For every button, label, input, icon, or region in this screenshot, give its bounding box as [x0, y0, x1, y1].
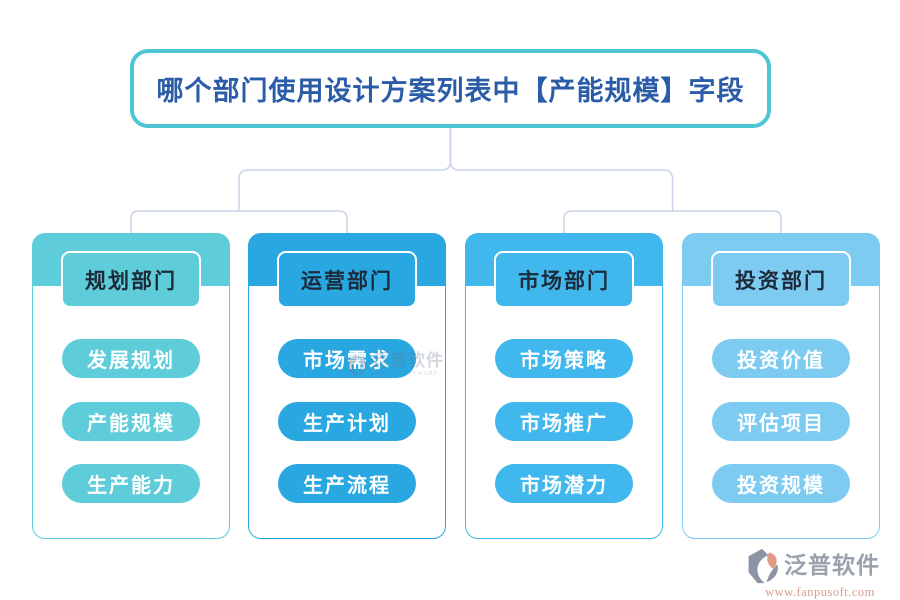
- field-node: 发展规划: [62, 339, 200, 378]
- field-label: 产能规模: [87, 413, 175, 435]
- field-label: 投资价值: [737, 350, 825, 372]
- department-header-label: 投资部门: [735, 268, 827, 293]
- field-label: 生产计划: [303, 413, 391, 435]
- connector-bracket-left: [130, 210, 348, 236]
- department-header: 市场部门: [494, 251, 634, 308]
- department-header-label: 运营部门: [301, 268, 393, 293]
- connector-root-left: [238, 128, 452, 211]
- footer-website-link[interactable]: www.fanpusoft.com: [765, 585, 875, 599]
- field-label: 市场潜力: [520, 475, 608, 497]
- department-card-planning: 规划部门 发展规划 产能规模 生产能力: [32, 233, 230, 539]
- field-node: 产能规模: [62, 402, 200, 441]
- field-label: 市场需求: [303, 350, 391, 372]
- department-header-label: 市场部门: [518, 268, 610, 293]
- department-header-label: 规划部门: [85, 268, 177, 293]
- department-header: 投资部门: [711, 251, 851, 308]
- field-label: 生产能力: [87, 475, 175, 497]
- field-node: 市场策略: [495, 339, 633, 378]
- department-card-market: 市场部门 市场策略 市场推广 市场潜力: [465, 233, 663, 539]
- fanpu-logo-icon: [748, 548, 778, 584]
- footer-brand-name: 泛普软件: [784, 553, 880, 579]
- field-node: 投资价值: [712, 339, 850, 378]
- field-label: 评估项目: [737, 413, 825, 435]
- field-label: 市场推广: [520, 413, 608, 435]
- department-header: 运营部门: [277, 251, 417, 308]
- department-header: 规划部门: [61, 251, 201, 308]
- department-card-investment: 投资部门 投资价值 评估项目 投资规模: [682, 233, 880, 539]
- field-node: 生产能力: [62, 464, 200, 503]
- field-node: 投资规模: [712, 464, 850, 503]
- field-label: 投资规模: [737, 475, 825, 497]
- diagram-title-node: 哪个部门使用设计方案列表中【产能规模】字段: [130, 49, 771, 128]
- connector-root-right: [449, 128, 674, 211]
- page-title: 哪个部门使用设计方案列表中【产能规模】字段: [156, 76, 745, 106]
- field-node: 市场需求: [278, 339, 416, 378]
- field-label: 市场策略: [520, 350, 608, 372]
- field-node: 市场潜力: [495, 464, 633, 503]
- field-label: 生产流程: [303, 475, 391, 497]
- field-node: 市场推广: [495, 402, 633, 441]
- field-label: 发展规划: [87, 350, 175, 372]
- department-card-operations: 运营部门 市场需求 生产计划 生产流程: [248, 233, 446, 539]
- field-node: 生产流程: [278, 464, 416, 503]
- field-node: 评估项目: [712, 402, 850, 441]
- field-node: 生产计划: [278, 402, 416, 441]
- connector-bracket-right: [563, 210, 782, 236]
- footer-logo: 泛普软件 www.fanpusoft.com: [745, 548, 895, 600]
